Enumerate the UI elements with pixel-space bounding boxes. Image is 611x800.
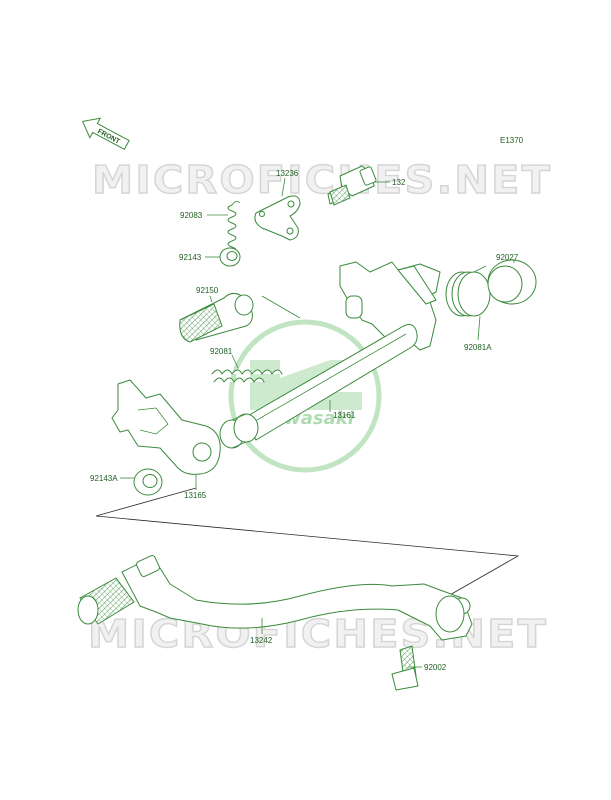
leader-lines bbox=[120, 177, 515, 668]
part-13236-plate bbox=[254, 195, 301, 241]
diagram-code-label: E1370 bbox=[500, 136, 524, 145]
label-13242: 13242 bbox=[250, 636, 273, 645]
part-13242-shift-pedal bbox=[77, 555, 473, 641]
part-92002-bolt bbox=[391, 645, 419, 691]
assembly-boundary-line bbox=[95, 487, 520, 597]
label-92002: 92002 bbox=[424, 663, 447, 672]
part-13161-shift-shaft bbox=[243, 261, 441, 441]
part-92150-collar bbox=[179, 292, 254, 343]
part-92081-spring bbox=[211, 369, 283, 383]
label-132: 132 bbox=[392, 178, 406, 187]
front-arrow-icon: FRONT bbox=[81, 117, 130, 150]
part-gear-collar bbox=[219, 413, 259, 449]
label-92143a: 92143A bbox=[90, 474, 118, 483]
part-92083-spring bbox=[227, 201, 241, 254]
watermark-bottom: MICROFICHES.NET bbox=[88, 612, 548, 656]
label-92083: 92083 bbox=[180, 211, 203, 220]
watermark-top: MICROFICHES.NET bbox=[92, 158, 552, 202]
part-132-bolt bbox=[327, 165, 377, 206]
label-13236: 13236 bbox=[276, 169, 299, 178]
label-92027: 92027 bbox=[496, 253, 519, 262]
label-13165: 13165 bbox=[184, 491, 207, 500]
label-92150: 92150 bbox=[196, 286, 219, 295]
part-92081a-spring bbox=[445, 265, 491, 317]
part-13165-shift-arm bbox=[111, 379, 221, 475]
part-92027-bushing bbox=[487, 259, 537, 305]
part-92143-washer bbox=[219, 247, 241, 267]
label-13161: 13161 bbox=[333, 411, 356, 420]
label-92081: 92081 bbox=[210, 347, 233, 356]
label-92081a: 92081A bbox=[464, 343, 492, 352]
part-92143a-washer bbox=[133, 468, 163, 496]
label-92143: 92143 bbox=[179, 253, 202, 262]
